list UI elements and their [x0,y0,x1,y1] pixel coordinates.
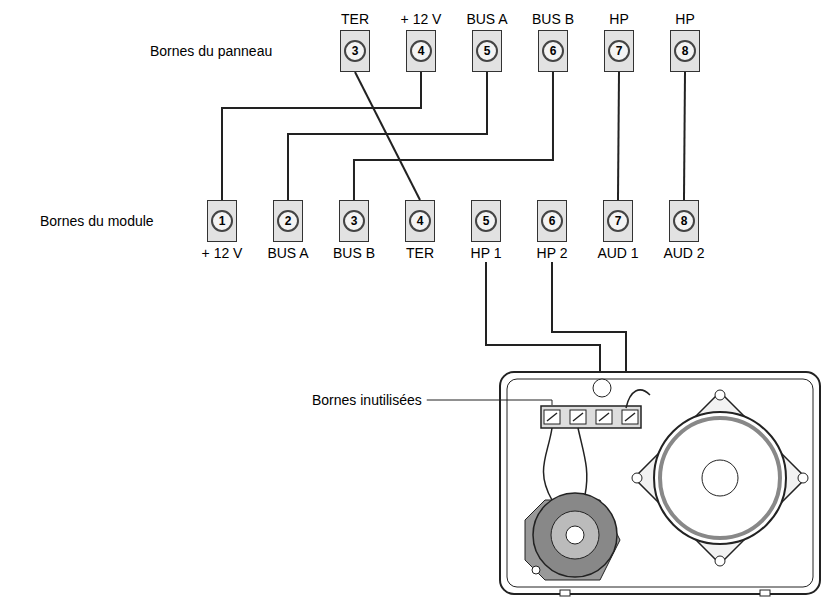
heading-label: Bornes du panneau [150,43,272,59]
terminal-box: 6 [537,200,567,242]
terminal-number: 4 [409,210,431,232]
terminal-box: 1 [207,200,237,242]
terminal-number: 6 [542,40,564,62]
heading-label: Bornes du module [40,213,154,229]
wire [684,72,685,200]
terminal-number: 2 [277,210,299,232]
terminal-box: 4 [406,30,436,72]
housing [500,372,820,594]
screw [622,410,638,424]
leader-line [427,400,552,405]
screw [798,473,808,483]
terminal-box: 6 [538,30,568,72]
speaker-lead [626,390,650,408]
terminal-number: 1 [211,210,233,232]
terminal-box: 5 [472,30,502,72]
speaker-unit [427,372,820,596]
terminal-label: TER [341,11,369,27]
terminal-box: 3 [339,200,369,242]
terminal-number: 8 [673,210,695,232]
terminal-box: 2 [273,200,303,242]
terminal: BUS A 5 [466,8,507,72]
terminal-box: 8 [670,30,700,72]
terminal: 5 HP 1 [471,200,502,264]
terminal-number: 4 [410,40,432,62]
screw [596,410,612,424]
terminal: 8AUD 2 [663,200,704,264]
terminal: 6 HP 2 [537,200,568,264]
screw [570,410,586,424]
screw-slot [625,413,635,421]
buzzer-lead [543,428,552,500]
terminal: HP 8 [670,8,700,72]
terminal: + 12 V 4 [401,8,442,72]
screw [715,390,725,400]
speaker-frame [634,392,806,564]
terminal-box: 5 [471,200,501,242]
buzzer-ring [551,511,599,559]
terminal-label: HP [609,11,628,27]
wire [222,72,421,200]
screw [632,473,642,483]
terminal-number: 5 [475,210,497,232]
terminal-label: HP 2 [537,245,568,261]
terminal: 3BUS B [333,200,375,264]
terminal-label: HP 1 [471,245,502,261]
terminal-label: TER [406,245,434,261]
screw [715,556,725,566]
buzzer-lead [578,428,587,495]
terminal-block [541,406,641,428]
terminal-label: BUS B [333,245,375,261]
speaker-cone [654,412,786,544]
terminal-box: 8 [669,200,699,242]
terminal-screws [544,410,638,424]
terminal-number: 3 [343,210,365,232]
speaker-dome [702,460,738,496]
terminal-label: BUS A [267,245,308,261]
foot [560,590,570,596]
terminal-box: 3 [340,30,370,72]
terminal: 7AUD 1 [597,200,638,264]
terminal-number: 8 [674,40,696,62]
wire [354,72,553,200]
speaker-surround [660,418,780,538]
screw [544,410,560,424]
wire [355,72,420,200]
terminal-box: 4 [405,200,435,242]
wire [288,72,487,200]
housing-inner [507,379,813,587]
heading-label: Bornes inutilisées [312,392,422,408]
terminal-number: 7 [607,210,629,232]
terminal-number: 6 [541,210,563,232]
terminal: HP 7 [604,8,634,72]
screw [532,566,540,574]
terminal-number: 3 [344,40,366,62]
hole [593,379,611,397]
terminal-label: AUD 2 [663,245,704,261]
terminal: 4TER [405,200,435,264]
terminal: 1 + 12 V [202,200,243,264]
buzzer [533,493,617,577]
screw-slot [547,413,557,421]
terminal-label: BUS B [532,11,574,27]
buzzer-knob [566,526,584,544]
foot [760,590,770,596]
wire [618,72,619,200]
screw-slot [573,413,583,421]
screw-slot [599,413,609,421]
terminal-box: 7 [604,30,634,72]
terminal-label: + 12 V [202,245,243,261]
terminal-label: + 12 V [401,11,442,27]
terminal: BUS B 6 [532,8,574,72]
terminal-label: BUS A [466,11,507,27]
terminal-label: AUD 1 [597,245,638,261]
terminal-number: 7 [608,40,630,62]
terminal-label: HP [675,11,694,27]
terminal: TER 3 [340,8,370,72]
terminal-box: 7 [603,200,633,242]
terminal-number: 5 [476,40,498,62]
terminal: 2BUS A [267,200,308,264]
